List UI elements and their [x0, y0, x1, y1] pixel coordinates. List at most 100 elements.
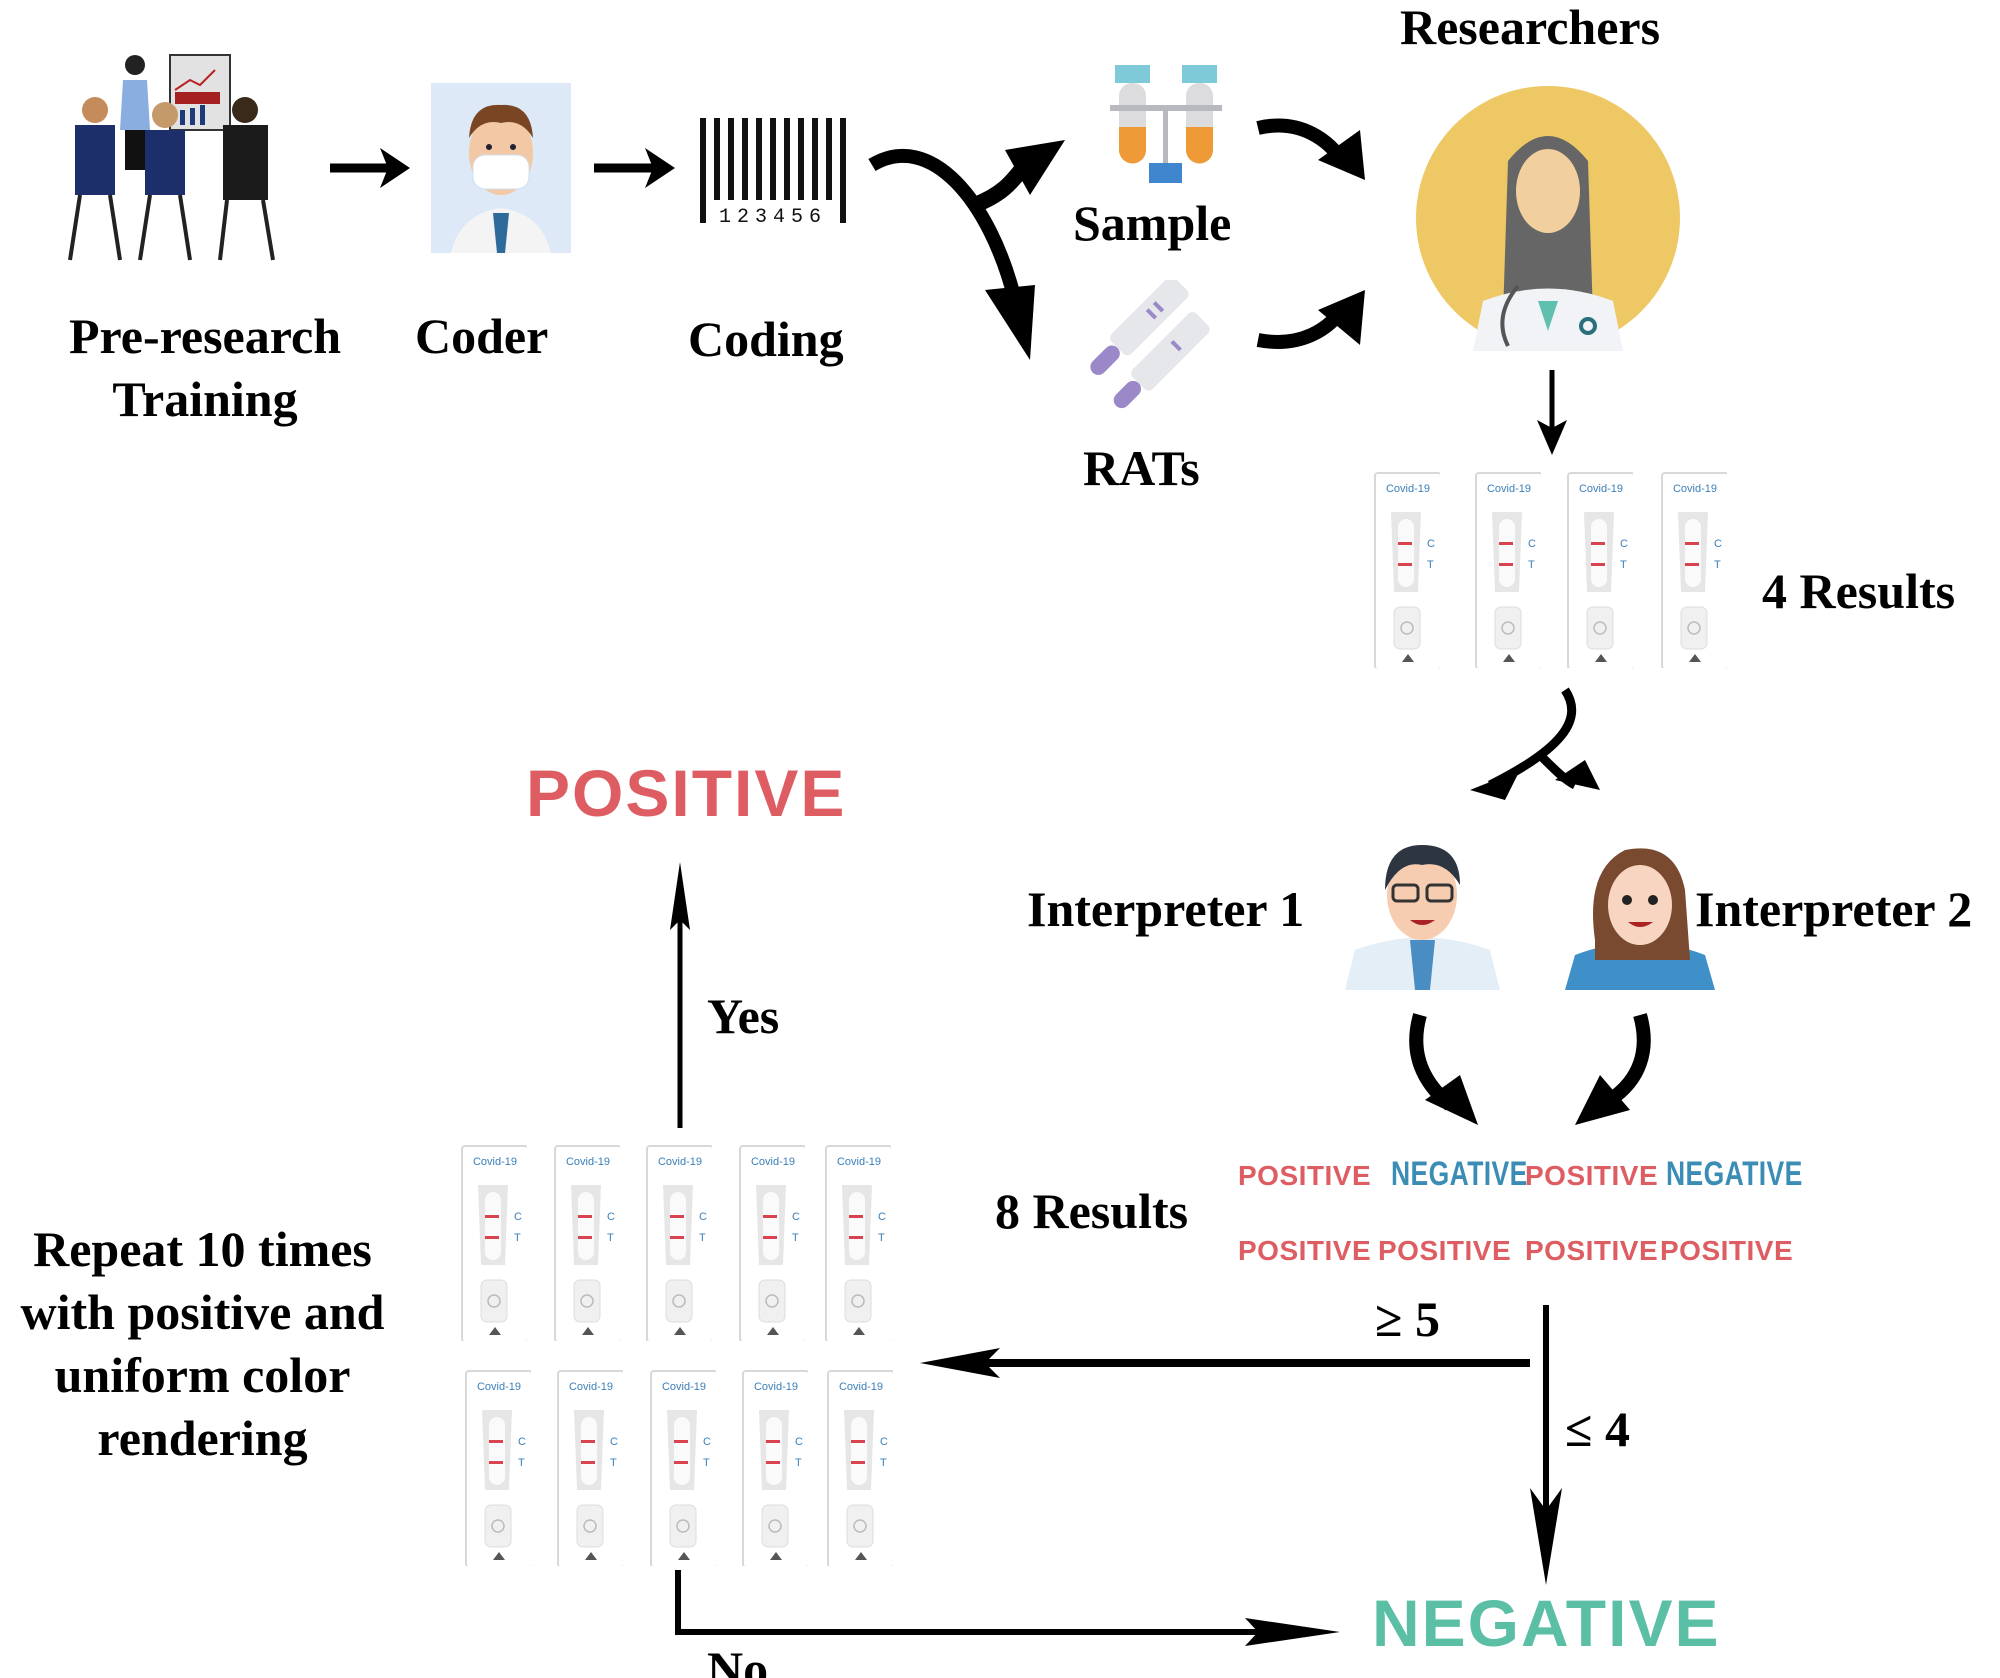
repeat-line3: uniform color [54, 1347, 351, 1403]
interpreter2-label: Interpreter 2 [1695, 881, 1973, 937]
ge5-label: ≥ 5 [1375, 1291, 1440, 1347]
arrow-coder-to-coding [594, 148, 675, 188]
rat-title: Covid-19 [1579, 483, 1623, 495]
result-r1c1: POSITIVE [1238, 1160, 1372, 1191]
negative-outcome: NEGATIVE [1372, 1586, 1721, 1660]
repeat-rat-card: Covid-19 C T [461, 1145, 527, 1341]
barcode-icon: 123456 [700, 118, 846, 228]
barcode-digits: 123456 [719, 206, 827, 228]
control-line [1591, 542, 1605, 545]
control-label: C [880, 1436, 888, 1448]
repeat-rat-card: Covid-19 C T [739, 1145, 805, 1341]
result-r1c2: NEGATIVE [1391, 1155, 1528, 1193]
test-line [670, 1236, 684, 1239]
control-line [851, 1440, 865, 1443]
test-label: T [610, 1457, 617, 1469]
arrow-rats-to-researchers [1256, 290, 1365, 349]
test-label: T [1427, 559, 1434, 571]
test-line [674, 1461, 688, 1464]
result-r2c4: POSITIVE [1660, 1235, 1794, 1266]
repeat-line2: with positive and [20, 1284, 385, 1340]
control-label: C [795, 1436, 803, 1448]
test-line [849, 1236, 863, 1239]
coder-avatar-icon [431, 83, 571, 253]
repeat-rat-card: Covid-19 C T [650, 1370, 716, 1566]
result-rat-card: Covid-19 C T [1567, 472, 1633, 668]
result-rat-card: Covid-19 C T [1661, 472, 1727, 668]
control-label: C [1528, 538, 1536, 550]
researchers-label: Researchers [1400, 0, 1661, 55]
result-r2c1: POSITIVE [1238, 1235, 1372, 1266]
pre-research-label-line1: Pre-research [68, 308, 342, 364]
four-results-label: 4 Results [1762, 563, 1956, 619]
result-r1c4: NEGATIVE [1666, 1155, 1803, 1193]
yes-label: Yes [707, 988, 780, 1044]
test-label: T [1714, 559, 1721, 571]
rat-title: Covid-19 [1487, 483, 1531, 495]
test-line [581, 1461, 595, 1464]
repeat-instruction-label: Repeat 10 times with positive and unifor… [5, 1218, 400, 1470]
control-line [670, 1215, 684, 1218]
coder-label: Coder [415, 308, 549, 364]
coding-label: Coding [688, 311, 844, 367]
repeat-rat-card: Covid-19 C T [827, 1370, 893, 1566]
control-label: C [878, 1211, 886, 1223]
training-illustration-icon [68, 54, 275, 261]
test-line [485, 1236, 499, 1239]
pre-research-label-line2: Training [112, 370, 298, 427]
control-label: C [514, 1211, 522, 1223]
test-label: T [699, 1232, 706, 1244]
control-line [766, 1440, 780, 1443]
test-label: T [792, 1232, 799, 1244]
control-label: C [703, 1436, 711, 1448]
control-label: C [792, 1211, 800, 1223]
arrow-training-to-coder [330, 148, 410, 188]
control-label: C [518, 1436, 526, 1448]
control-line [1398, 542, 1412, 545]
arrow-split-to-interpreters [1470, 687, 1600, 800]
repeat-rat-card: Covid-19 C T [825, 1145, 891, 1341]
interpreter2-avatar-icon [1565, 848, 1715, 990]
rats-label: RATs [1083, 440, 1200, 496]
test-label: T [878, 1232, 885, 1244]
rat-title: Covid-19 [1386, 483, 1430, 495]
result-rat-card: Covid-19 C T [1475, 472, 1541, 668]
control-label: C [1714, 538, 1722, 550]
test-line [1591, 563, 1605, 566]
test-line [763, 1236, 777, 1239]
test-label: T [1620, 559, 1627, 571]
rat-title: Covid-19 [751, 1156, 795, 1168]
control-label: C [607, 1211, 615, 1223]
eight-results-label: 8 Results [995, 1183, 1189, 1239]
control-line [485, 1215, 499, 1218]
sample-label: Sample [1073, 195, 1232, 251]
arrow-researchers-to-results [1537, 370, 1567, 455]
result-r1c3: POSITIVE [1525, 1160, 1659, 1191]
arrow-coding-to-rats [868, 148, 1035, 360]
repeat-rat-card: Covid-19 C T [742, 1370, 808, 1566]
pre-research-training-label: Pre-research Training [55, 305, 355, 430]
no-line [675, 1570, 1265, 1635]
sample-tubes-icon [1110, 65, 1222, 183]
control-line [578, 1215, 592, 1218]
result-r2c3: POSITIVE [1525, 1235, 1659, 1266]
test-label: T [795, 1457, 802, 1469]
le4-label: ≤ 4 [1565, 1401, 1630, 1457]
rat-title: Covid-19 [658, 1156, 702, 1168]
control-line [849, 1215, 863, 1218]
arrow-sample-to-researchers [1256, 118, 1365, 180]
repeat-line1: Repeat 10 times [33, 1221, 372, 1277]
arrow-to-negative-head [1530, 1488, 1562, 1585]
no-label: No [707, 1641, 769, 1678]
control-line [1685, 542, 1699, 545]
test-label: T [514, 1232, 521, 1244]
control-label: C [1620, 538, 1628, 550]
test-line [578, 1236, 592, 1239]
interpreter1-avatar-icon [1345, 845, 1500, 990]
rapid-test-icon [1090, 280, 1210, 409]
test-line [766, 1461, 780, 1464]
test-label: T [1528, 559, 1535, 571]
rat-title: Covid-19 [569, 1381, 613, 1393]
